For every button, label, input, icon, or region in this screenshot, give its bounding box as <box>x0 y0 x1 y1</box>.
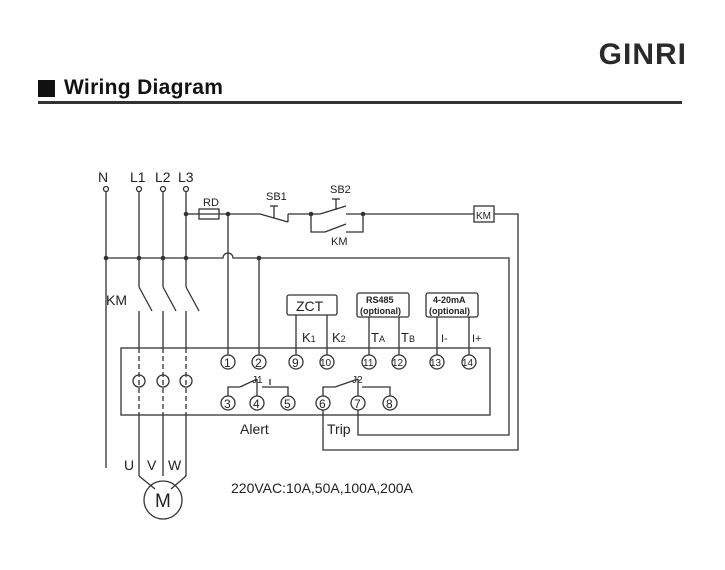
junction-dot <box>183 211 189 217</box>
spec-text: 220VAC:10A,50A,100A,200A <box>231 480 414 496</box>
relay-j1-contact <box>227 386 240 396</box>
rs485-box <box>356 292 410 318</box>
brand-logo: GINRI <box>598 38 687 71</box>
terminal-1 <box>220 354 236 370</box>
relay-j2-label: J2 <box>352 375 363 386</box>
analog-box <box>425 292 479 318</box>
section-heading: Wiring Diagram <box>38 76 223 100</box>
k1-label: K1 <box>302 330 316 345</box>
ct-hole <box>156 374 170 388</box>
svg-text:13: 13 <box>430 358 442 369</box>
section-title: Wiring Diagram <box>64 76 224 99</box>
terminal-l1 <box>135 185 143 193</box>
terminal-3 <box>220 395 236 411</box>
fuse-label: RD <box>203 197 219 209</box>
svg-text:12: 12 <box>392 358 404 369</box>
i-plus-label: I+ <box>472 333 481 345</box>
sb2-contact <box>319 205 347 215</box>
terminal-l2 <box>159 185 167 193</box>
sb2-label: SB2 <box>330 184 351 196</box>
phase-v-label: V <box>147 457 157 473</box>
km-main-contact <box>138 286 153 312</box>
analog-optional-label: (optional) <box>429 306 470 316</box>
km-aux-label: KM <box>331 236 348 248</box>
terminal-n <box>102 185 110 193</box>
svg-text:14: 14 <box>462 358 474 369</box>
svg-text:1: 1 <box>224 356 231 370</box>
zct-label: ZCT <box>296 298 324 314</box>
terminal-6 <box>315 395 331 411</box>
terminal-7 <box>350 395 366 411</box>
rs485-label: RS485 <box>366 295 394 305</box>
km-aux-wire <box>310 214 325 233</box>
phase-w-label: W <box>168 457 182 473</box>
alert-label: Alert <box>240 421 269 437</box>
line-label-l3: L3 <box>178 169 194 185</box>
neutral-bus-wire <box>106 252 510 436</box>
line-label-l1: L1 <box>130 169 146 185</box>
motor-symbol <box>143 480 183 520</box>
svg-text:5: 5 <box>284 397 291 411</box>
svg-text:4: 4 <box>253 397 260 411</box>
phase-u-label: U <box>124 457 134 473</box>
ta-label: TA <box>371 330 385 345</box>
terminal-2 <box>251 354 267 370</box>
line-label-l2: L2 <box>155 169 171 185</box>
protector-body <box>120 347 491 416</box>
svg-text:7: 7 <box>354 397 361 411</box>
header-divider <box>38 101 682 104</box>
analog-label: 4-20mA <box>433 295 466 305</box>
svg-text:10: 10 <box>320 358 332 369</box>
svg-text:9: 9 <box>292 356 299 370</box>
trip-label: Trip <box>327 421 351 437</box>
rs485-optional-label: (optional) <box>360 306 401 316</box>
heading-square-icon <box>38 79 55 97</box>
terminal-l3 <box>182 185 190 193</box>
terminal-5 <box>280 395 296 411</box>
km-coil-label: KM <box>476 211 491 222</box>
ct-hole <box>179 374 193 388</box>
zct-box <box>286 294 338 316</box>
terminal-8 <box>382 395 398 411</box>
relay-j1-label: J1 <box>252 375 263 386</box>
km-main-label: KM <box>106 292 127 308</box>
i-minus-label: I- <box>441 333 448 345</box>
svg-text:8: 8 <box>386 397 393 411</box>
sb1-label: SB1 <box>266 191 287 203</box>
line-label-n: N <box>98 169 108 185</box>
motor-label: M <box>155 491 171 512</box>
svg-text:2: 2 <box>255 356 262 370</box>
svg-text:3: 3 <box>224 397 231 411</box>
terminal-4 <box>249 395 265 411</box>
coil-return-wire <box>322 213 519 451</box>
svg-text:11: 11 <box>363 358 374 369</box>
km-aux-contact <box>324 223 347 233</box>
svg-text:6: 6 <box>319 397 326 411</box>
tb-label: TB <box>401 330 415 345</box>
relay-j2-contact <box>322 386 335 396</box>
ct-hole <box>132 374 146 388</box>
k2-label: K2 <box>332 330 346 345</box>
